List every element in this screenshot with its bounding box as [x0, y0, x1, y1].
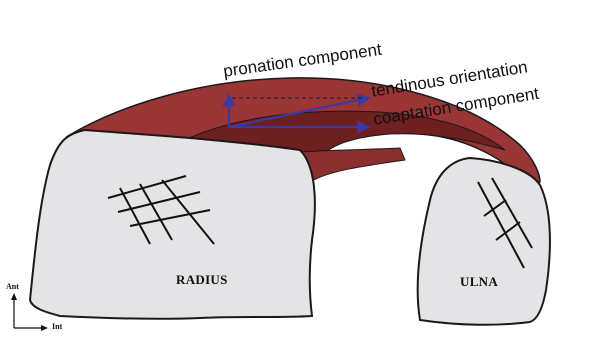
ulna-bone	[418, 158, 550, 325]
muscle-slip	[300, 148, 405, 182]
radius-label: RADIUS	[176, 272, 228, 288]
radius-bone	[30, 130, 315, 319]
anterior-label: Ant	[6, 282, 19, 291]
internal-label: Int	[52, 322, 62, 331]
ulna-label: ULNA	[460, 274, 498, 290]
